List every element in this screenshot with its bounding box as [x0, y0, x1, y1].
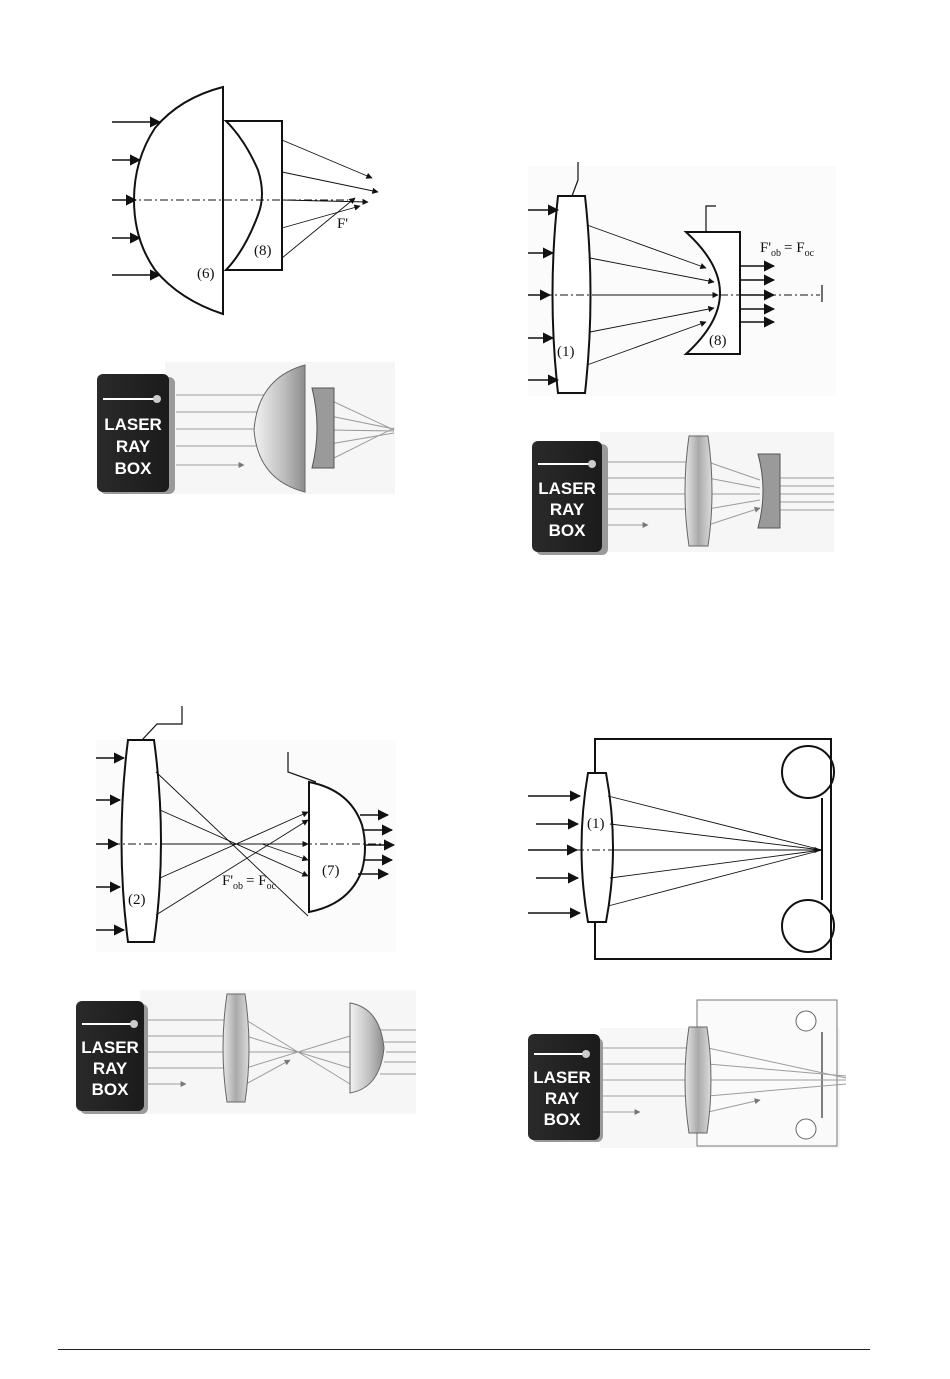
photo-top-left: LASER RAY BOX — [97, 362, 395, 494]
laser-box-line3: BOX — [115, 459, 153, 478]
laser-ray-box: LASER RAY BOX — [528, 1034, 603, 1142]
footer-rule — [58, 1349, 870, 1350]
label-lens-7: (7) — [322, 863, 340, 879]
diagram-top-left — [112, 87, 378, 314]
photo-lens-biconvex — [685, 436, 712, 546]
laser-box-line2: RAY — [116, 437, 151, 456]
laser-box-line3: BOX — [549, 521, 587, 540]
lens-2 — [122, 740, 162, 942]
photo-bottom-left: LASER RAY BOX — [76, 990, 416, 1114]
laser-ray-box: LASER RAY BOX — [97, 374, 175, 494]
laser-box-line2: RAY — [550, 500, 585, 519]
label-lens-6: (6) — [197, 266, 215, 282]
refracted-rays — [282, 140, 378, 258]
photo-lens-biconvex — [685, 1027, 711, 1133]
label-lens-8: (8) — [254, 243, 272, 259]
label-lens-1: (1) — [557, 344, 575, 360]
laser-box-line2: RAY — [93, 1059, 128, 1078]
incident-rays — [528, 796, 580, 913]
label-lens-2: (2) — [128, 892, 146, 908]
photo-bottom-right: LASER RAY BOX — [528, 1000, 846, 1148]
laser-box-line1: LASER — [81, 1038, 139, 1057]
diagram-bottom-right — [528, 739, 834, 959]
laser-box-line1: LASER — [533, 1068, 591, 1087]
laser-box-line3: BOX — [92, 1080, 130, 1099]
laser-box-line2: RAY — [545, 1089, 580, 1108]
laser-box-line3: BOX — [544, 1110, 582, 1129]
diagram-top-right — [528, 162, 836, 396]
eye-box — [595, 739, 831, 959]
label-lens-8: (8) — [709, 333, 727, 349]
laser-ray-box: LASER RAY BOX — [76, 1001, 148, 1114]
laser-ray-box: LASER RAY BOX — [532, 441, 608, 555]
lens-1 — [582, 773, 614, 922]
label-lens-1: (1) — [587, 816, 605, 832]
label-focus: F' — [337, 216, 348, 232]
photo-top-right: LASER RAY BOX — [532, 432, 834, 555]
diagram-bottom-left — [96, 706, 396, 952]
laser-box-line1: LASER — [538, 479, 596, 498]
laser-box-line1: LASER — [104, 415, 162, 434]
photo-lens-biconvex — [223, 994, 249, 1102]
